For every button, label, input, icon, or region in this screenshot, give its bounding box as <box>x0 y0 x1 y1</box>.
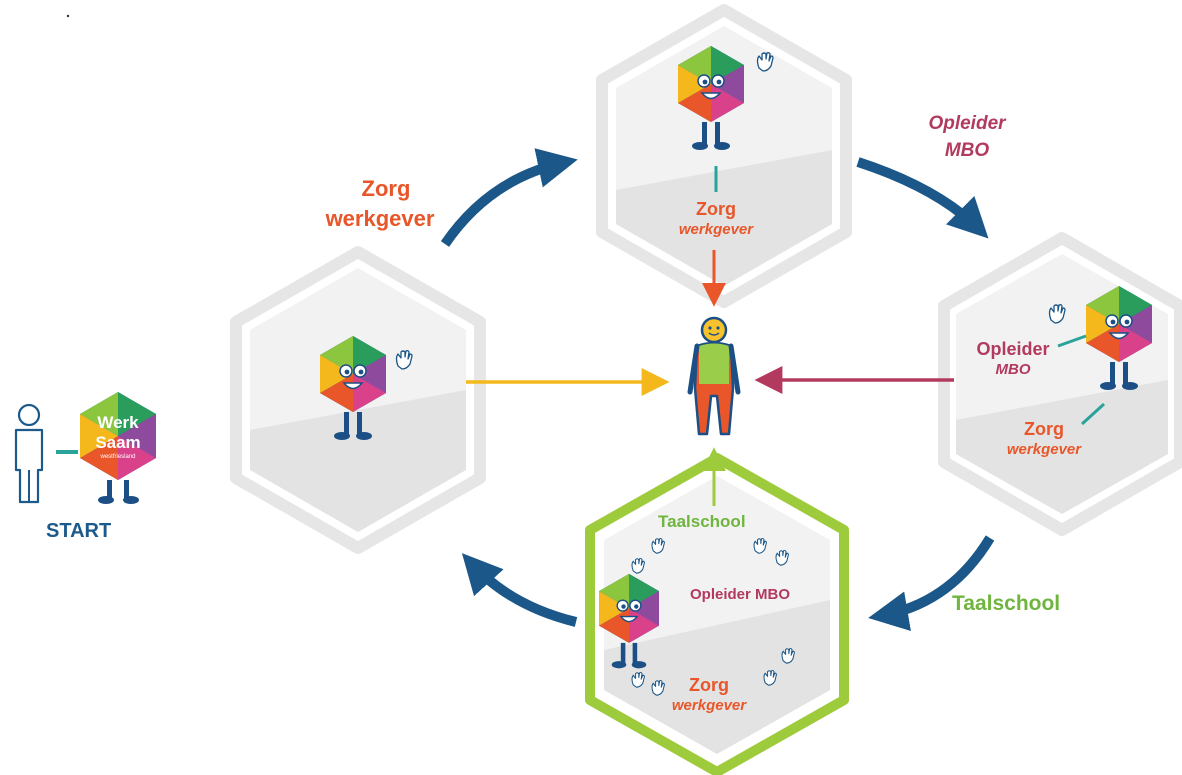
flow-arrow-right-to-bottom <box>868 535 995 631</box>
top-hex-label: Zorg werkgever <box>664 198 768 240</box>
bottom-hex-werkgever: werkgever <box>671 697 747 714</box>
person-outline-icon <box>14 403 44 504</box>
logo-text-sub: westfriesland <box>99 454 135 460</box>
flow-label-taalschool: Taalschool <box>952 592 1061 615</box>
right-hex-zorg-label: Zorg werkgever <box>996 418 1092 460</box>
learner-icon <box>687 316 741 436</box>
flow-arrow-bottom-to-left <box>461 553 578 627</box>
right-hex-zorg: Zorg <box>1024 419 1064 439</box>
werksaam-logo: Werk Saam westfriesland <box>80 392 156 504</box>
flow-arrow-left-to-top <box>440 148 578 247</box>
hexagon-right-frame <box>938 232 1182 536</box>
flow-arrow-top-to-right <box>856 157 989 239</box>
right-hex-opleider-label: Opleider MBO <box>966 338 1060 380</box>
flow-label-opleider-line2: MBO <box>944 140 990 161</box>
flow-label-zorg-line1: Zorg <box>361 176 411 201</box>
bottom-hex-taalschool: Taalschool <box>658 512 746 531</box>
bottom-hex-zorg: Zorg <box>689 675 729 695</box>
flow-label-zorg-werkgever: Zorg werkgever <box>318 174 442 234</box>
right-hex-mbo: MBO <box>995 361 1031 378</box>
connector-right-zorg <box>1080 402 1106 426</box>
flow-label-zorg-line2: werkgever <box>325 206 435 231</box>
right-hex-opleider: Opleider <box>976 339 1050 359</box>
start-label: START <box>46 520 112 542</box>
hexagon-top-frame <box>596 4 852 308</box>
top-hex-werkgever: werkgever <box>678 221 754 238</box>
flow-label-opleider-mbo: Opleider MBO <box>912 110 1022 164</box>
bottom-hex-opleider-mbo: Opleider MBO <box>690 586 791 603</box>
connector-right-opleider <box>1057 334 1087 348</box>
logo-text-line1: Werk <box>97 413 139 432</box>
bottom-hex-zorg-label: Zorg werkgever <box>654 674 764 716</box>
logo-text-line2: Saam <box>95 433 140 452</box>
right-hex-werkgever: werkgever <box>1006 441 1082 458</box>
flow-label-opleider-line1: Opleider <box>928 113 1006 134</box>
stray-dot <box>66 14 70 18</box>
hexagon-left-frame <box>230 246 486 554</box>
top-hex-zorg: Zorg <box>696 199 736 219</box>
